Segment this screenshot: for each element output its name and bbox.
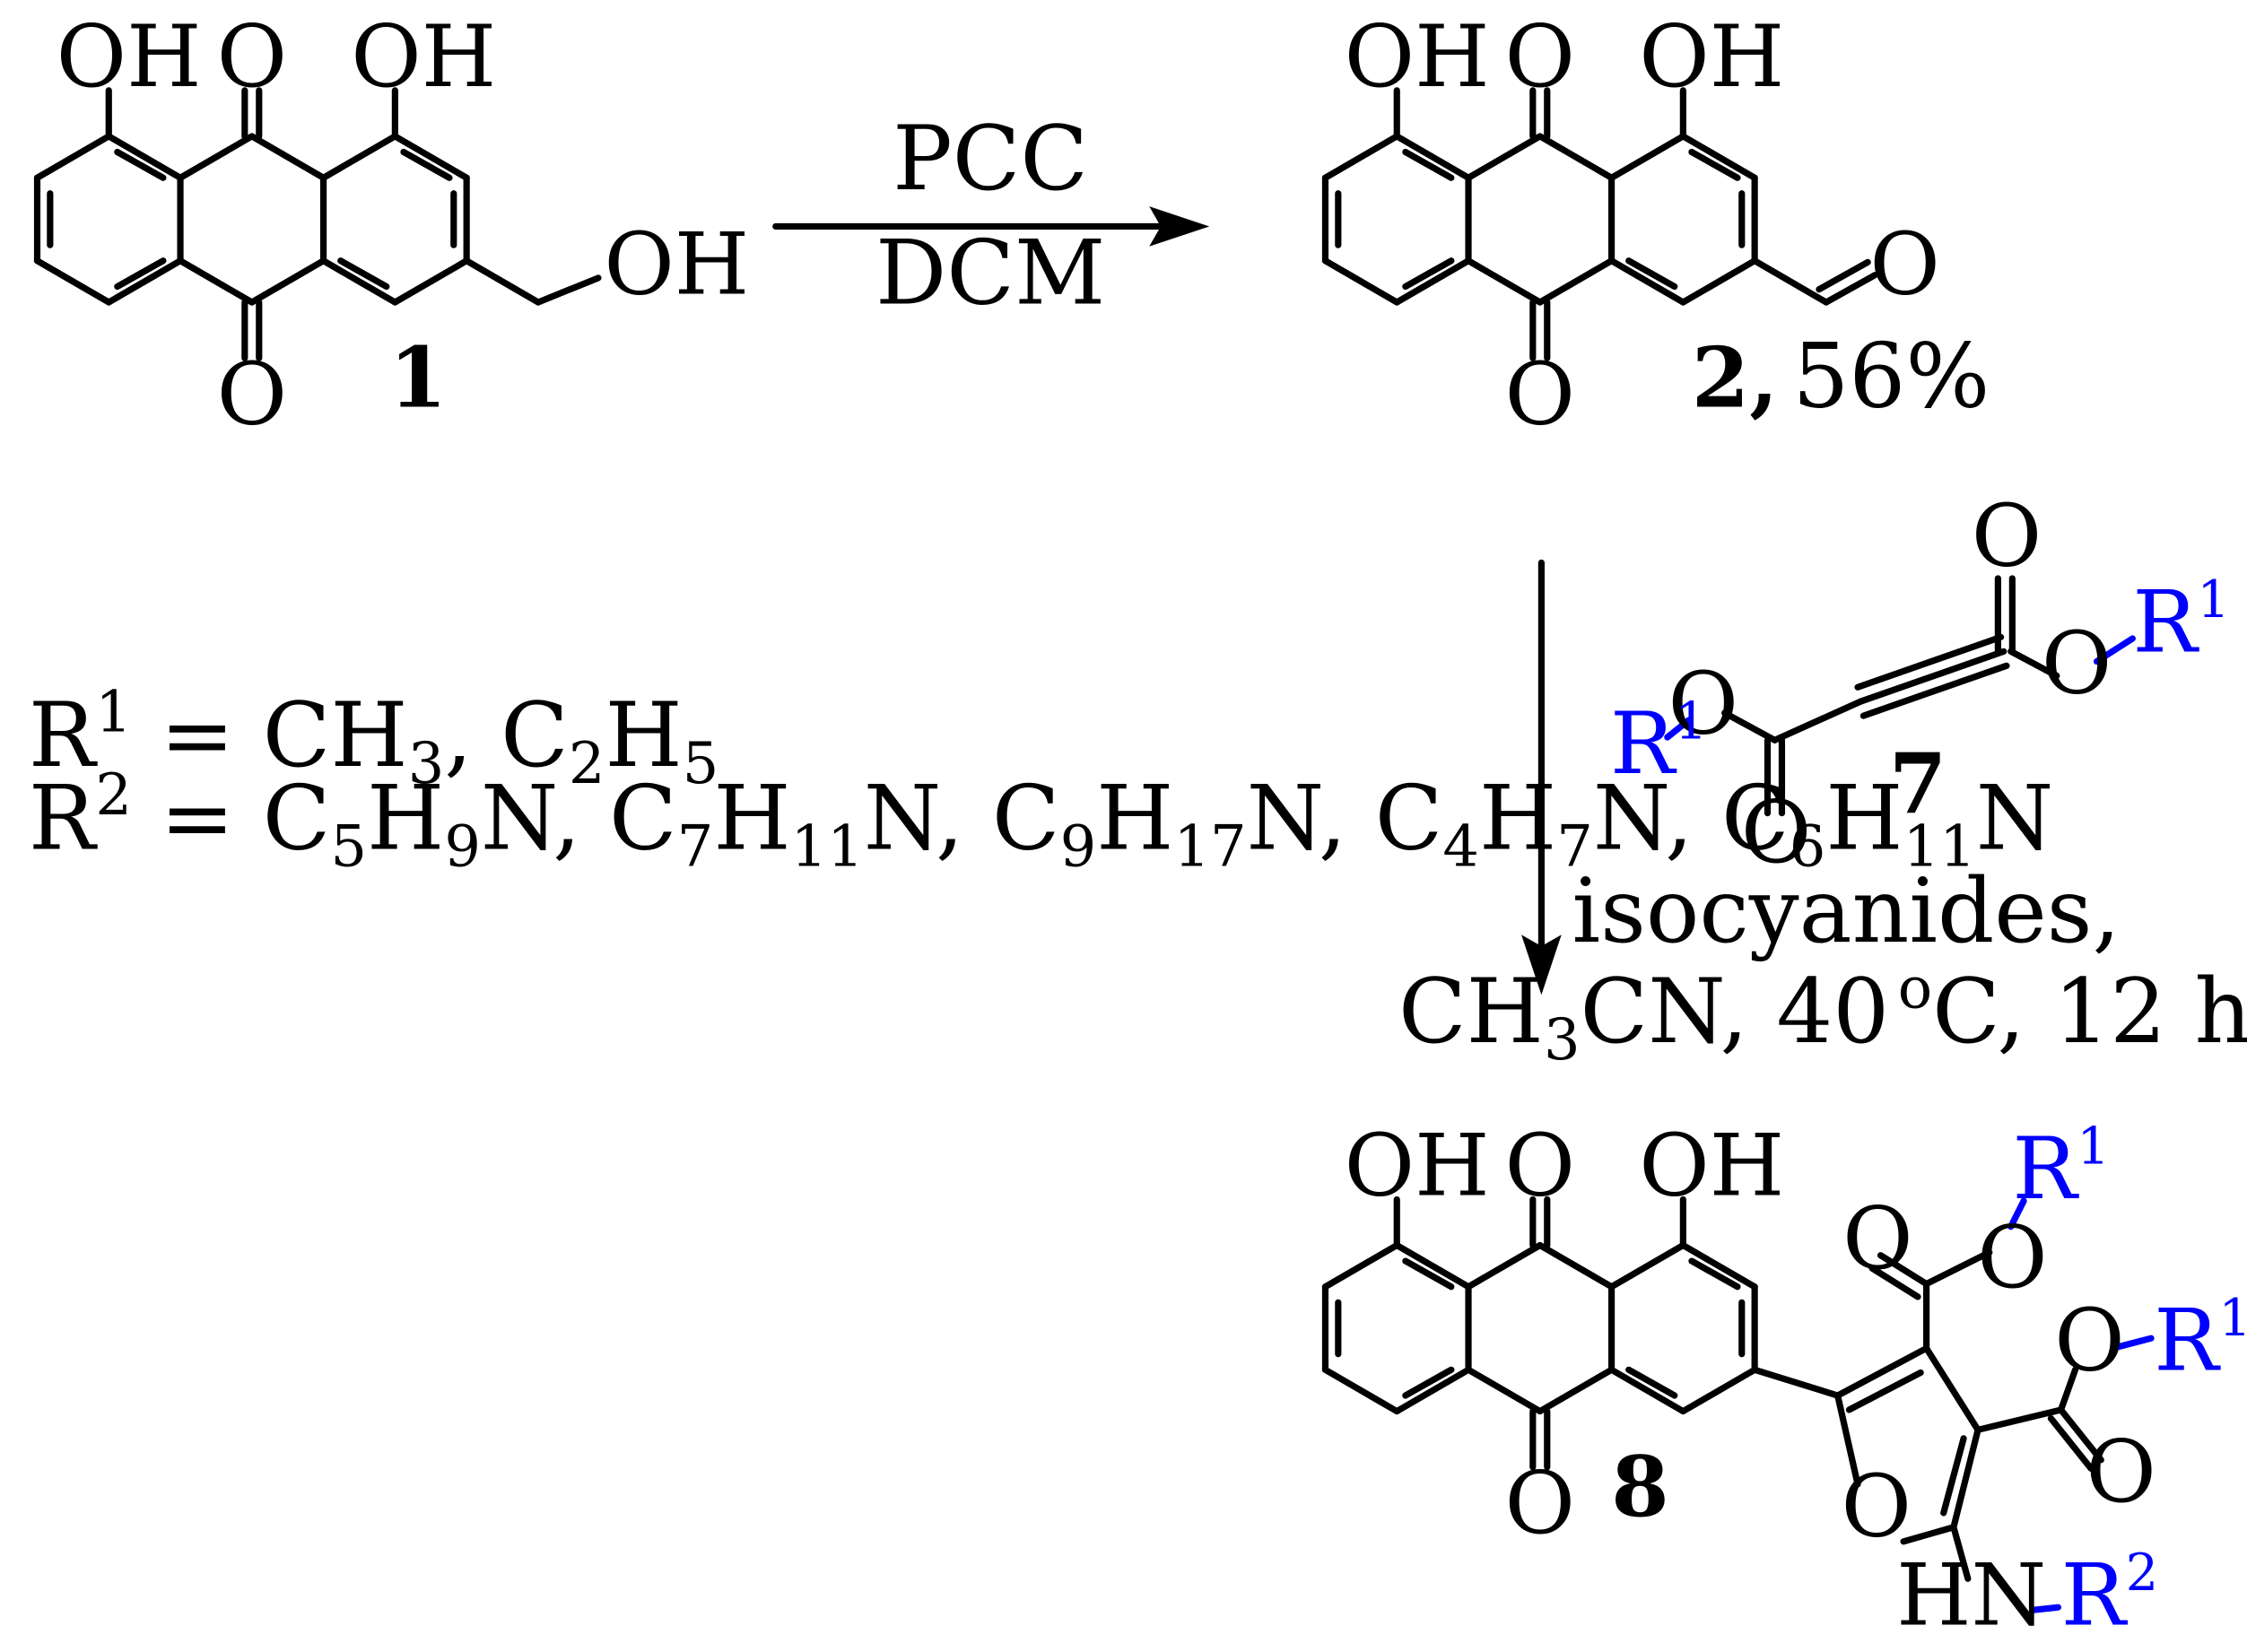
c7-carbonyl-oxygen-bottom: O bbox=[1741, 782, 1811, 883]
c1-ch2-oh: OH bbox=[604, 213, 749, 314]
compound-1-number: 1 bbox=[389, 329, 447, 427]
compound-7: O O R1 O R1 O 7 bbox=[1610, 486, 2230, 883]
c1-oxygen-bottom: O bbox=[217, 344, 287, 445]
step1-solvent: DCM bbox=[875, 222, 1105, 326]
c8-amine: HN bbox=[1896, 1544, 2046, 1645]
c8-r1-upper: R1 bbox=[2012, 1117, 2110, 1219]
c1-oh-right: OH bbox=[351, 6, 496, 107]
c2-oh-right: OH bbox=[1639, 6, 1784, 107]
c8-oh-left: OH bbox=[1345, 1116, 1490, 1216]
c2-oxygen-bottom: O bbox=[1505, 344, 1575, 445]
compound-8-bonds bbox=[1321, 1196, 2155, 1613]
reaction-arrow-step1 bbox=[772, 206, 1210, 247]
c8-r2: R2 bbox=[2061, 1543, 2159, 1645]
compound-2-bonds bbox=[1321, 87, 1878, 361]
c8-ester-oxygen-upper: O bbox=[1977, 1207, 2047, 1308]
c7-r1-bottom: R1 bbox=[1610, 691, 1708, 794]
c8-ester-oxygen-lower: O bbox=[2054, 1290, 2124, 1390]
compound-1-bonds bbox=[33, 87, 602, 361]
compound-1: OH O OH O OH 1 bbox=[33, 6, 749, 445]
c7-ester-oxygen-top: O bbox=[2042, 613, 2112, 714]
c2-oh-left: OH bbox=[1345, 6, 1490, 107]
step1-reagent: PCC bbox=[893, 108, 1088, 211]
c8-oxygen-top: O bbox=[1505, 1116, 1575, 1216]
c2-oxygen-top: O bbox=[1505, 6, 1575, 107]
c8-furan-oxygen: O bbox=[1842, 1456, 1912, 1556]
compound-2-yield: 56% bbox=[1792, 326, 1990, 429]
c8-ester-carbonyl-upper: O bbox=[1842, 1188, 1912, 1289]
compound-2-number: 2, bbox=[1692, 329, 1779, 427]
c8-oxygen-bottom: O bbox=[1505, 1453, 1575, 1553]
c8-ester-carbonyl-lower: O bbox=[2086, 1422, 2156, 1522]
compound-2-label: 2,56% bbox=[1692, 326, 1990, 429]
c7-r1-top: R1 bbox=[2132, 570, 2230, 672]
step2-reagent: isocyanides, bbox=[1572, 860, 2121, 963]
reaction-arrow-step2 bbox=[1521, 559, 1562, 996]
compound-2: OH O OH O O 2,56% bbox=[1321, 6, 1990, 445]
c8-oh-right: OH bbox=[1639, 1116, 1784, 1216]
c2-aldehyde-oxygen: O bbox=[1869, 213, 1939, 314]
compound-7-number: 7 bbox=[1889, 735, 1947, 833]
c7-carbonyl-oxygen-top: O bbox=[1972, 486, 2042, 587]
definition-r1: R1 = CH3, C2H5 bbox=[29, 680, 719, 797]
c1-oh-left: OH bbox=[57, 6, 202, 107]
definition-r2: R2 = C5H9N, C7H11N, C9H17N, C4H7N, C6H11… bbox=[29, 762, 2053, 880]
compound-8-number: 8 bbox=[1611, 1438, 1668, 1535]
c7-ester-oxygen-bottom: O bbox=[1668, 653, 1738, 753]
compound-8: OH O OH O 8 O O O R1 O R1 O HN R2 bbox=[1321, 1116, 2247, 1645]
compound-7-bonds bbox=[1664, 575, 2136, 817]
c1-oxygen-top: O bbox=[217, 6, 287, 107]
c8-r1-lower: R1 bbox=[2154, 1288, 2247, 1390]
